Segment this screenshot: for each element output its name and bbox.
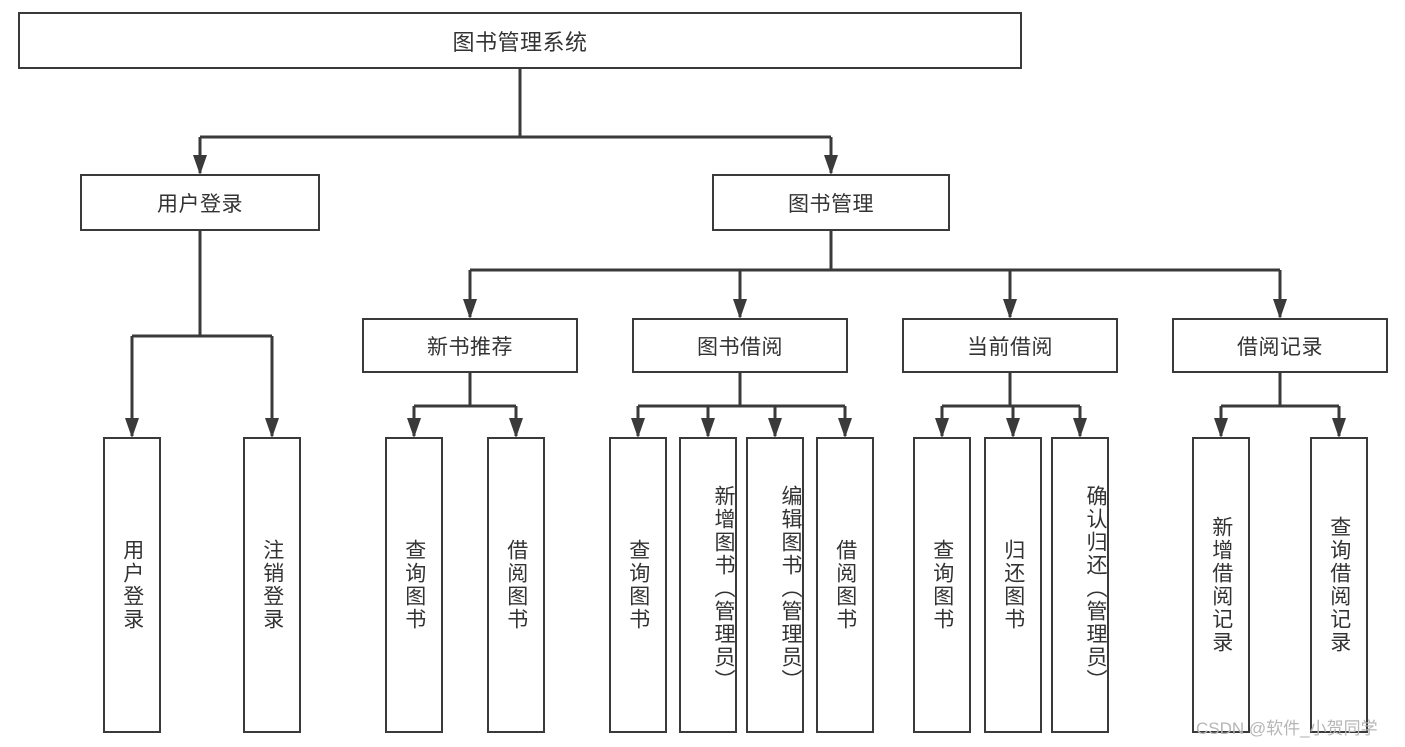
arrow-head-current-borrow	[1003, 299, 1017, 319]
node-label-leaf-logout: 注销登录	[260, 539, 284, 631]
node-label-book-borrow: 图书借阅	[697, 335, 783, 359]
node-label-user-login: 用户登录	[157, 192, 243, 216]
node-user-login[interactable]: 用户登录	[80, 174, 320, 231]
node-borrow-record[interactable]: 借阅记录	[1172, 318, 1388, 373]
arrow-head-leaf-query-book-3	[935, 418, 949, 438]
node-current-borrow[interactable]: 当前借阅	[902, 318, 1118, 373]
node-leaf-edit-book[interactable]: 编辑图书（管理员）	[746, 437, 804, 733]
node-label-borrow-record: 借阅记录	[1237, 335, 1323, 359]
arrow-head-leaf-add-book	[701, 418, 715, 438]
arrow-head-leaf-user-login	[125, 418, 139, 438]
node-label-leaf-edit-book: 编辑图书（管理员）	[779, 484, 802, 692]
node-label-leaf-add-book: 新增图书（管理员）	[712, 484, 735, 692]
node-book-management[interactable]: 图书管理	[712, 174, 950, 231]
arrow-head-new-book-recommend	[463, 299, 477, 319]
node-leaf-return-book[interactable]: 归还图书	[984, 437, 1042, 733]
node-leaf-user-login[interactable]: 用户登录	[103, 437, 161, 733]
node-leaf-add-borrow-record[interactable]: 新增借阅记录	[1192, 437, 1250, 733]
arrow-head-leaf-query-book-1	[407, 418, 421, 438]
node-leaf-borrow-book-1[interactable]: 借阅图书	[487, 437, 545, 733]
arrow-head-borrow-record	[1273, 299, 1287, 319]
node-label-leaf-add-borrow-record: 新增借阅记录	[1209, 516, 1233, 654]
node-label-leaf-query-book-3: 查询图书	[930, 539, 954, 631]
node-new-book-recommend[interactable]: 新书推荐	[362, 318, 578, 373]
node-label-leaf-query-borrow-record: 查询借阅记录	[1327, 516, 1351, 654]
arrow-head-leaf-confirm-return	[1073, 418, 1087, 438]
node-leaf-logout[interactable]: 注销登录	[243, 437, 301, 733]
node-label-leaf-query-book-1: 查询图书	[402, 539, 426, 631]
arrow-head-leaf-logout	[265, 418, 279, 438]
node-leaf-add-book[interactable]: 新增图书（管理员）	[679, 437, 737, 733]
node-root[interactable]: 图书管理系统	[18, 12, 1022, 69]
node-leaf-query-borrow-record[interactable]: 查询借阅记录	[1310, 437, 1368, 733]
node-label-current-borrow: 当前借阅	[967, 335, 1053, 359]
node-leaf-query-book-2[interactable]: 查询图书	[609, 437, 667, 733]
arrow-head-leaf-query-borrow-record	[1332, 418, 1346, 438]
arrow-head-leaf-query-book-2	[631, 418, 645, 438]
node-book-borrow[interactable]: 图书借阅	[632, 318, 848, 373]
arrow-head-leaf-borrow-book-1	[509, 418, 523, 438]
node-label-leaf-borrow-book-2: 借阅图书	[833, 539, 857, 631]
node-label-leaf-user-login: 用户登录	[120, 539, 144, 631]
watermark-label: CSDN @软件_小贺同学	[1196, 719, 1378, 738]
node-leaf-confirm-return[interactable]: 确认归还（管理员）	[1051, 437, 1109, 733]
node-label-leaf-query-book-2: 查询图书	[626, 539, 650, 631]
node-label-leaf-confirm-return: 确认归还（管理员）	[1084, 484, 1107, 692]
arrow-head-book-borrow	[733, 299, 747, 319]
node-leaf-query-book-3[interactable]: 查询图书	[913, 437, 971, 733]
node-leaf-borrow-book-2[interactable]: 借阅图书	[816, 437, 874, 733]
node-label-root: 图书管理系统	[452, 29, 588, 55]
arrow-head-leaf-return-book	[1006, 418, 1020, 438]
arrow-head-user-login	[193, 155, 207, 175]
arrow-head-leaf-borrow-book-2	[838, 418, 852, 438]
node-leaf-query-book-1[interactable]: 查询图书	[385, 437, 443, 733]
arrow-head-leaf-add-borrow-record	[1214, 418, 1228, 438]
node-label-new-book-recommend: 新书推荐	[427, 335, 513, 359]
node-label-leaf-borrow-book-1: 借阅图书	[504, 539, 528, 631]
arrow-head-leaf-edit-book	[768, 418, 782, 438]
node-label-book-management: 图书管理	[788, 192, 874, 216]
node-label-leaf-return-book: 归还图书	[1001, 539, 1025, 631]
arrow-head-book-management	[824, 155, 838, 175]
